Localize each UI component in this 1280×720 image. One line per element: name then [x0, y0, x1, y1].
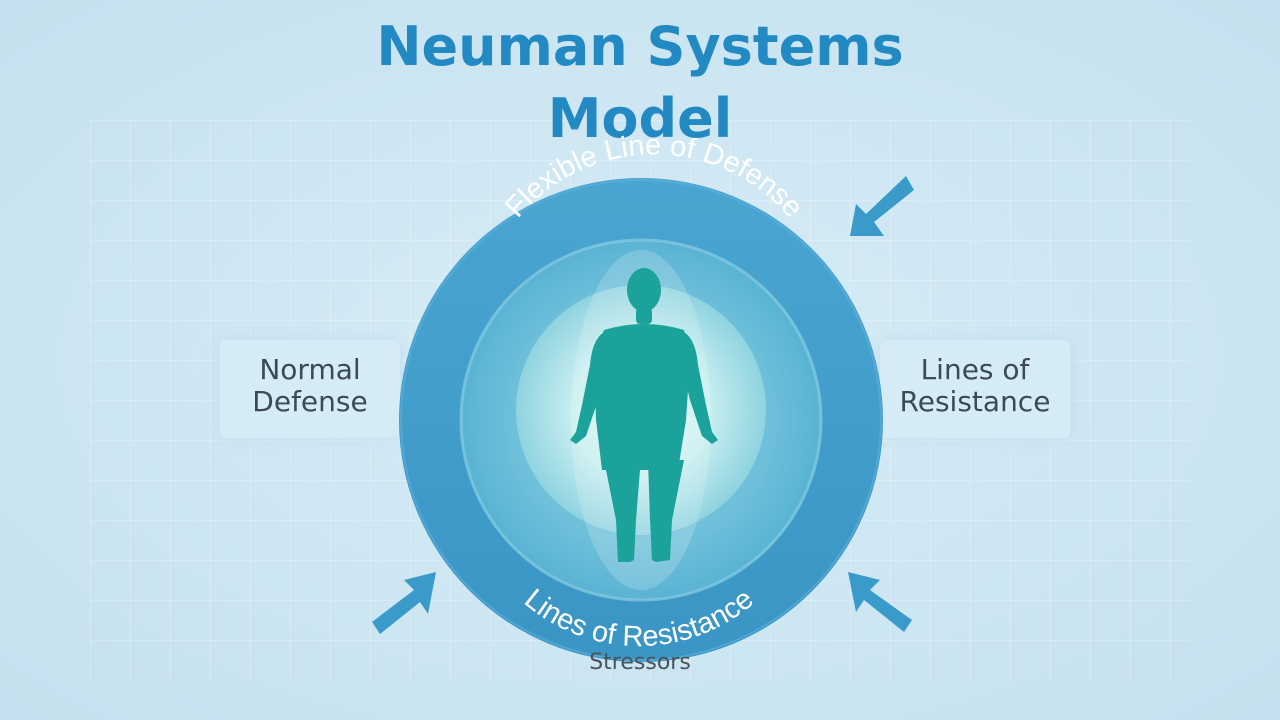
normal-defense-line-2: Defense: [252, 385, 368, 418]
title-line-1: Neuman Systems: [376, 15, 904, 78]
arrow-icon: [848, 572, 912, 632]
lines-of-resistance-line-2: Resistance: [899, 385, 1051, 418]
title-line-2: Model: [547, 87, 733, 150]
normal-defense-line-1: Normal: [259, 353, 361, 386]
arrow-icon: [372, 572, 436, 634]
stressors-label: Stressors: [589, 650, 691, 675]
human-figure-icon: [570, 268, 718, 562]
lines-of-resistance-line-1: Lines of: [920, 353, 1030, 386]
normal-defense-label: Normal Defense: [220, 340, 400, 438]
lines-of-resistance-label: Lines of Resistance: [880, 340, 1070, 438]
ring-edge-highlight: [400, 179, 882, 661]
arrow-icon: [850, 176, 914, 236]
ring-boundary: [459, 238, 823, 602]
